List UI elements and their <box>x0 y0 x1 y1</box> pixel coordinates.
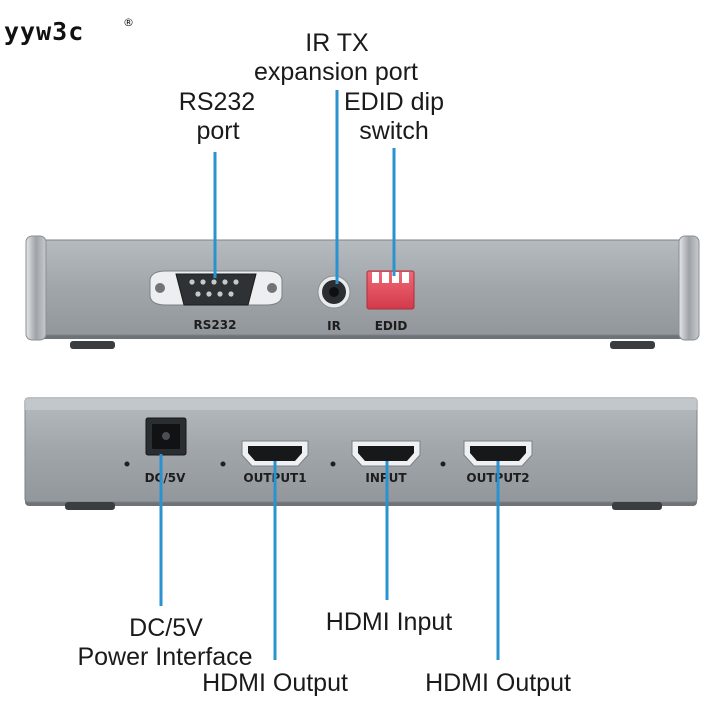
panel-dot-2 <box>220 461 226 467</box>
front-panel-top-edge <box>25 398 697 410</box>
hdmi-output1-port <box>241 440 309 467</box>
panel-dot-3 <box>330 461 336 467</box>
rs232-port-label: RS232 <box>194 318 237 332</box>
front-panel: DC/5V OUTPUT1 INPUT OUTPUT2 <box>24 397 698 510</box>
dc-callout-line2: Power Interface <box>77 643 252 671</box>
dc-power-jack <box>145 417 187 456</box>
dc-port-label: DC/5V <box>145 471 187 485</box>
back-right-foot <box>610 341 655 349</box>
front-left-foot <box>65 502 115 510</box>
hdmi-output2-port <box>463 440 533 467</box>
brand-name: yyw3c <box>4 17 84 46</box>
hdmi-output2-callout: HDMI Output <box>425 669 571 697</box>
panel-dot-4 <box>440 461 446 467</box>
back-left-foot <box>70 341 115 349</box>
hdmi-output1-callout: HDMI Output <box>202 669 348 697</box>
panel-dot-1 <box>124 461 130 467</box>
edid-callout-line2: switch <box>359 117 428 145</box>
hdmi-input-callout: HDMI Input <box>326 608 452 636</box>
ir-tx-callout-line1: IR TX <box>305 29 369 57</box>
back-panel-face <box>29 239 696 336</box>
ir-jack <box>317 275 351 309</box>
rs232-screw-right <box>267 283 277 293</box>
hdmi-input-port <box>351 440 421 467</box>
leader-lines <box>159 90 500 660</box>
registered-mark: ® <box>123 16 134 29</box>
front-right-foot <box>612 502 662 510</box>
ir-port-label: IR <box>327 319 341 333</box>
rs232-callout-line2: port <box>196 117 239 145</box>
edid-callout-line1: EDID dip <box>344 88 444 116</box>
edid-dip-switch <box>366 270 415 310</box>
back-right-end-cap <box>678 235 700 341</box>
edid-port-label: EDID <box>375 319 408 333</box>
back-panel: RS232 IR EDID <box>25 235 700 349</box>
rs232-callout-line1: RS232 <box>179 88 255 116</box>
rs232-connector <box>149 270 283 306</box>
ir-tx-callout-line2: expansion port <box>254 58 418 86</box>
back-left-end-cap <box>25 235 47 341</box>
brand-logo: yyw3c ® <box>4 16 134 46</box>
rs232-screw-left <box>155 283 165 293</box>
dc-callout-line1: DC/5V <box>129 614 203 642</box>
